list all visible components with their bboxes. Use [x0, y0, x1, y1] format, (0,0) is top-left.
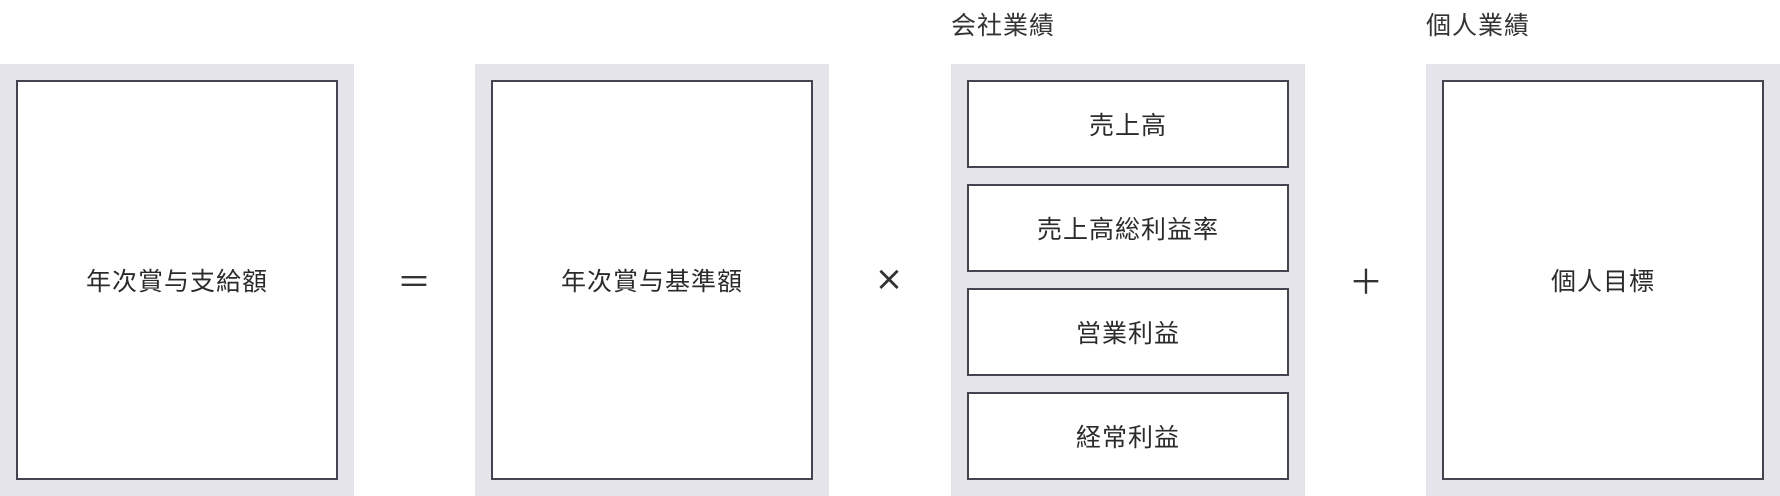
- payment-label: 年次賞与支給額: [85, 267, 268, 296]
- company-performance-panel: 売上高 売上高総利益率 営業利益 経常利益: [951, 64, 1305, 496]
- individual-goal-box: 個人目標: [1442, 80, 1764, 480]
- times-icon: ×: [874, 259, 904, 299]
- company-item-label: 営業利益: [1075, 319, 1180, 348]
- individual-performance-panel: 個人目標: [1426, 64, 1780, 496]
- company-item-ordinary-profit: 経常利益: [967, 392, 1289, 480]
- equals-icon: ＝: [397, 262, 431, 303]
- individual-goal-label: 個人目標: [1550, 267, 1655, 296]
- company-item-sales: 売上高: [967, 80, 1289, 168]
- company-item-operating-profit: 営業利益: [967, 288, 1289, 376]
- company-item-gross-margin: 売上高総利益率: [967, 184, 1289, 272]
- individual-performance-heading: 個人業績: [1426, 11, 1531, 40]
- payment-panel: 年次賞与支給額: [0, 64, 354, 496]
- company-performance-heading: 会社業績: [951, 11, 1056, 40]
- base-label: 年次賞与基準額: [560, 267, 743, 296]
- base-panel: 年次賞与基準額: [475, 64, 829, 496]
- plus-icon: ＋: [1349, 262, 1383, 303]
- base-box: 年次賞与基準額: [491, 80, 813, 480]
- company-item-label: 売上高: [1088, 111, 1167, 140]
- company-item-label: 売上高総利益率: [1036, 215, 1219, 244]
- company-item-label: 経常利益: [1075, 423, 1180, 452]
- payment-box: 年次賞与支給額: [16, 80, 338, 480]
